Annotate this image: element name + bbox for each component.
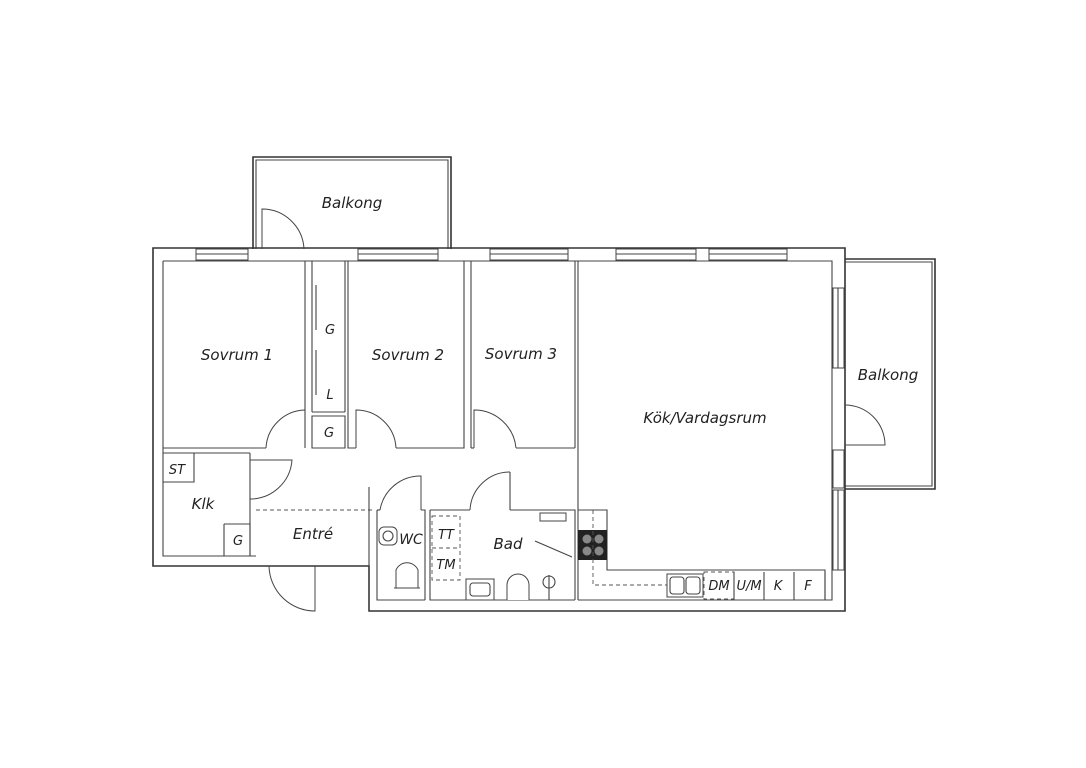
- label-sovrum-3: Sovrum 3: [485, 345, 557, 363]
- interior-walls: [163, 261, 826, 611]
- label-tm: TM: [436, 558, 455, 573]
- label-klk: Klk: [192, 495, 216, 513]
- label-balkong-right: Balkong: [858, 366, 919, 384]
- label-f: F: [804, 579, 812, 594]
- outer-walls: [152, 247, 846, 612]
- label-tt: TT: [438, 528, 455, 543]
- doors: [249, 208, 886, 612]
- label-balkong-top: Balkong: [322, 194, 383, 212]
- label-g-hall-closet: G: [324, 426, 334, 441]
- label-um: U/M: [736, 579, 761, 594]
- label-sovrum-1: Sovrum 1: [201, 346, 273, 364]
- label-k: K: [774, 579, 784, 594]
- windows: [195, 248, 845, 571]
- label-g-klk: G: [233, 534, 243, 549]
- label-wc: WC: [399, 532, 423, 548]
- label-entre: Entré: [293, 525, 333, 543]
- balcony-right: [845, 258, 936, 490]
- label-l-linen: L: [326, 388, 333, 403]
- label-dm: DM: [708, 579, 729, 594]
- label-bad: Bad: [493, 535, 522, 553]
- label-kok-vardagsrum: Kök/Vardagsrum: [643, 409, 766, 427]
- label-g-wardrobe: G: [325, 323, 335, 338]
- fixtures: [378, 510, 826, 601]
- label-sovrum-2: Sovrum 2: [372, 346, 444, 364]
- balcony-top: [252, 156, 452, 249]
- label-st: ST: [169, 463, 186, 478]
